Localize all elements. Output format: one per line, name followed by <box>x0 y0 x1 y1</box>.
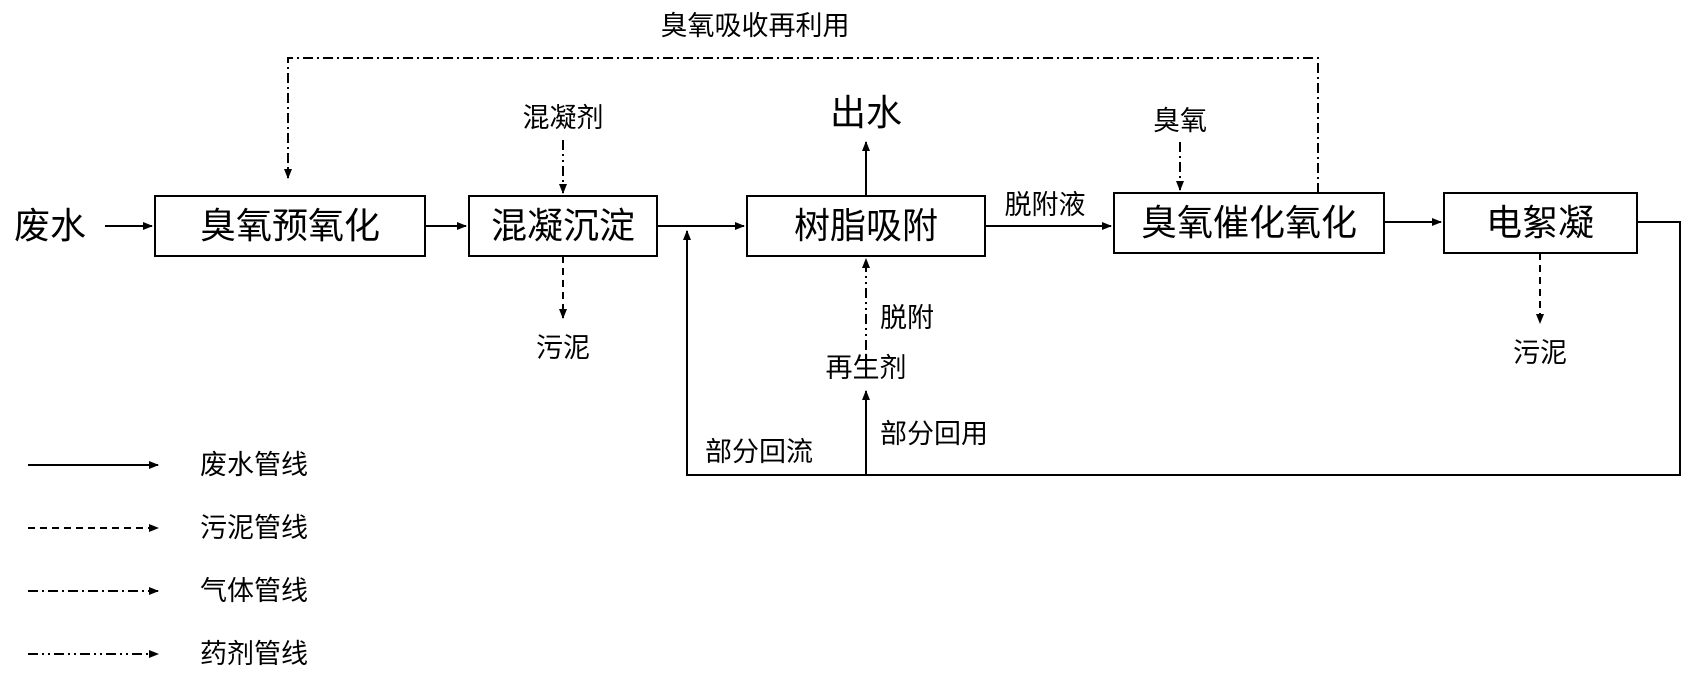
sludge-label-2: 污泥 <box>1513 338 1567 369</box>
ozone-preoxidation-label: 臭氧预氧化 <box>200 206 380 247</box>
wastewater-label: 废水 <box>14 206 86 247</box>
legend-chemical-label: 药剂管线 <box>200 639 308 670</box>
ozone-reuse-label: 臭氧吸收再利用 <box>661 11 850 42</box>
desorption-liquid-label: 脱附液 <box>1005 190 1086 221</box>
regenerant-label: 再生剂 <box>826 353 907 384</box>
electroflocculation-label: 电絮凝 <box>1486 203 1594 244</box>
coagulant-label: 混凝剂 <box>523 103 604 134</box>
coag-sedimentation-box <box>468 195 658 257</box>
resin-adsorption-label: 树脂吸附 <box>794 206 938 247</box>
legend: 废水管线 污泥管线 气体管线 药剂管线 <box>28 450 308 670</box>
ozone-catalytic-box <box>1113 192 1385 254</box>
sludge-label-1: 污泥 <box>536 333 590 364</box>
legend-sludge-label: 污泥管线 <box>200 513 308 544</box>
desorption-label: 脱附 <box>880 303 934 334</box>
ozone-catalytic-label: 臭氧催化氧化 <box>1141 203 1357 244</box>
legend-wastewater-label: 废水管线 <box>200 450 308 481</box>
return-loop-line <box>683 221 1681 476</box>
ozone-input-label: 臭氧 <box>1153 106 1207 137</box>
partial-reflux-label: 部分回流 <box>705 437 813 468</box>
partial-reuse-label: 部分回用 <box>880 419 988 450</box>
effluent-label: 出水 <box>830 93 902 134</box>
coag-sedimentation-label: 混凝沉淀 <box>491 206 635 247</box>
ozone-reuse-line <box>284 57 1319 193</box>
ozone-preoxidation-box <box>154 195 426 257</box>
legend-gas-label: 气体管线 <box>200 576 308 607</box>
